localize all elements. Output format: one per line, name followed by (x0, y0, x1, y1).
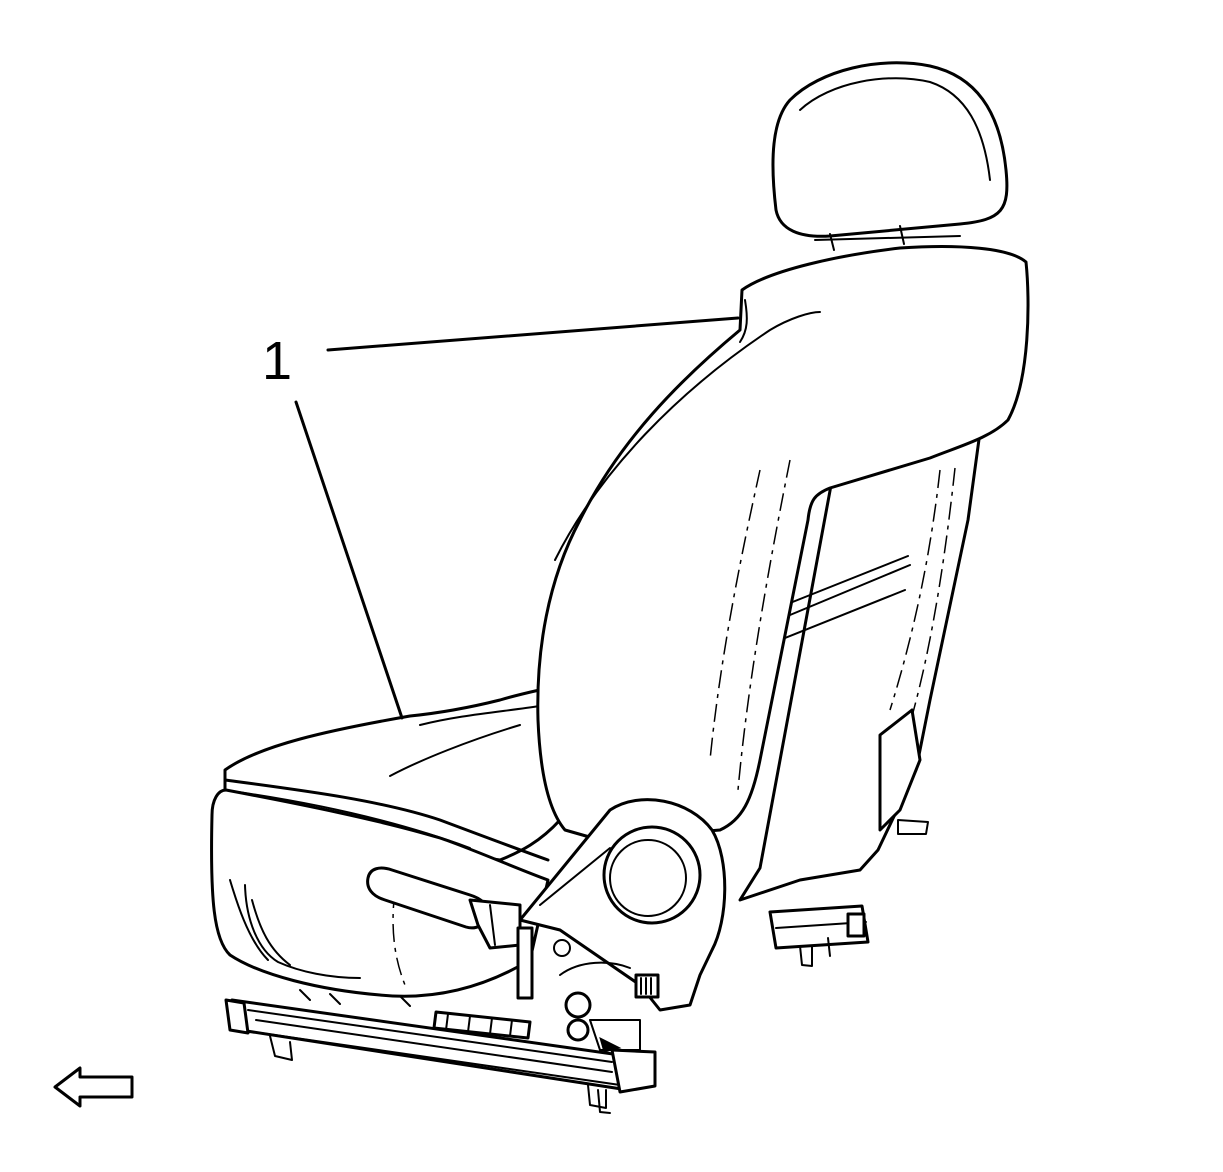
seatback (536, 245, 1030, 842)
callout-label: 1 (262, 331, 293, 391)
left-arrow-icon (53, 1066, 134, 1108)
recliner-lever (366, 866, 522, 950)
recliner-mechanism (516, 798, 727, 1012)
seat-track-rail (224, 989, 657, 1114)
seatback-side-frame (738, 430, 982, 902)
rear-seat-track-rail (768, 904, 870, 967)
callout-leaders (294, 316, 740, 720)
headrest (771, 61, 1009, 251)
seat-cushion (210, 686, 562, 998)
